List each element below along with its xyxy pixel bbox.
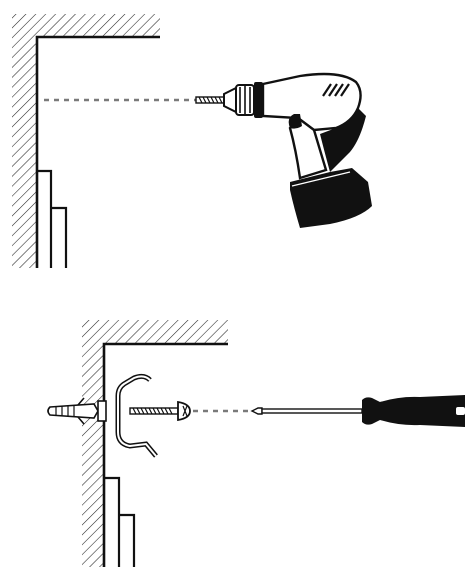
step-screw-panel <box>0 280 465 567</box>
wall-section <box>12 14 160 268</box>
screw-icon <box>129 400 191 422</box>
screwdriver-icon <box>250 395 465 427</box>
wall-section <box>82 320 228 567</box>
mounting-bracket-icon <box>115 373 158 458</box>
drill-bit-icon <box>195 96 225 104</box>
drill-icon <box>195 72 372 228</box>
drill-step-illustration <box>12 14 372 268</box>
skirting-board <box>37 169 68 268</box>
step-drill-panel <box>0 0 465 280</box>
skirting-board <box>104 476 136 567</box>
wall-plug-icon <box>47 397 107 425</box>
screw-step-illustration <box>47 320 465 567</box>
